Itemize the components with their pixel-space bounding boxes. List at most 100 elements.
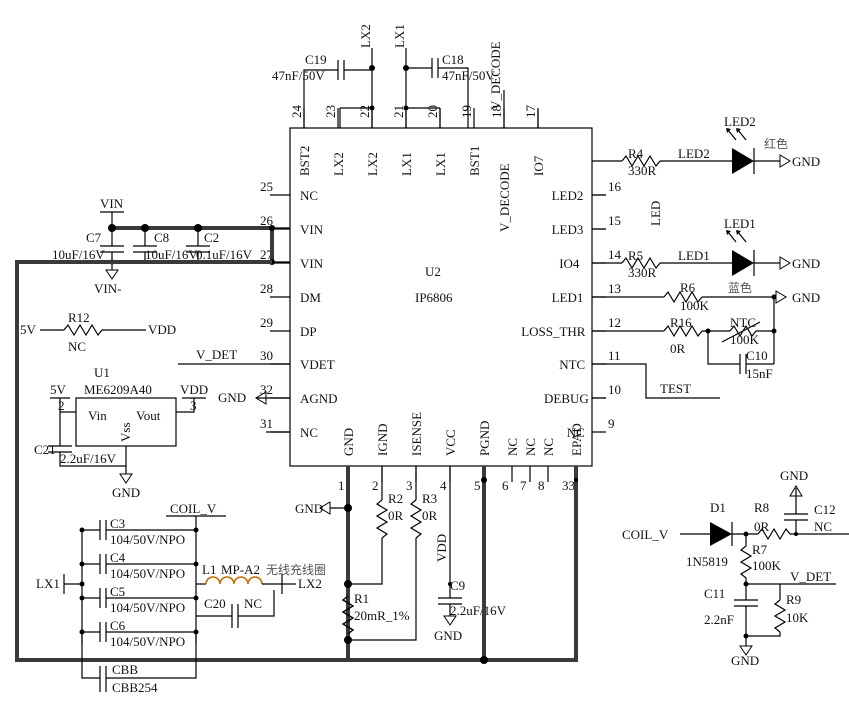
r2-value: 0R [388, 508, 404, 523]
c7-value: 10uF/16V [52, 247, 105, 262]
r4-value: 330R [628, 163, 657, 178]
c3-value: 104/50V/NPO [110, 532, 185, 547]
c19-ref: C19 [305, 52, 327, 67]
vin-top-label: VIN [100, 196, 124, 211]
led1-color: 蓝色 [728, 281, 752, 295]
pin-num-25: 25 [260, 179, 273, 194]
pin-num-28: 28 [260, 281, 273, 296]
pin-num-33: 33 [562, 478, 575, 493]
led-section: R4 330R LED2 LED2 红色 GND LED R5 330R LED… [592, 114, 820, 295]
l1-part: MP-A2 [221, 562, 260, 577]
right-gnd: GND [792, 290, 820, 305]
c4-ref: C4 [110, 550, 126, 565]
c19-value: 47nF/50V [272, 68, 325, 83]
pin-name-io7-17: IO7 [531, 155, 546, 176]
pin-num-24: 24 [289, 105, 304, 119]
pin-num-26: 26 [260, 213, 274, 228]
u1-part: ME6209A40 [84, 382, 152, 397]
led2-gnd: GND [792, 154, 820, 169]
vin-block: VIN VIN- C7 10uF/16V C8 10uF/16V C2 0.1u… [52, 196, 290, 296]
pin-name-vdet-30: VDET [300, 357, 335, 372]
ntc-ref: NTC [730, 315, 756, 330]
ic-u2-ref: U2 [425, 264, 441, 279]
r7-ref: R7 [752, 542, 768, 557]
u1-out-net: VDD [180, 382, 208, 397]
cbb-value: CBB254 [112, 680, 158, 695]
r9-value: 10K [786, 610, 809, 625]
pin-name-dp-29: DP [300, 324, 317, 339]
pin-num-30: 30 [260, 348, 273, 363]
r12-right-net: VDD [148, 322, 176, 337]
agnd-left-net: GND [218, 390, 246, 405]
c8-ref: C8 [154, 230, 169, 245]
ic-u2-pins: 24BST223LX222LX221LX120LX119BST118V_DECO… [260, 105, 622, 494]
r9-ref: R9 [786, 592, 801, 607]
r8-value: 0R [754, 519, 770, 534]
c2-value: 0.1uF/16V [196, 247, 253, 262]
pin-num-12: 12 [608, 315, 621, 330]
bottom-parts: GND R2 0R R3 0R R1 20mR_1% VDD C9 2.2uF/… [295, 466, 578, 664]
pin-num-5: 5 [474, 478, 481, 493]
r5-ref: R5 [628, 248, 643, 263]
c18-value: 47nF/50V [442, 68, 495, 83]
pgnd-loop-bus [15, 260, 578, 662]
r8-ref: R8 [754, 500, 769, 515]
pin-num-16: 16 [608, 179, 622, 194]
pin-name-lx1-20: LX1 [433, 152, 448, 176]
ldo-u1: U1 ME6209A40 Vin Vout Vss 5V 2 VDD 3 GND… [34, 365, 208, 500]
pin-num-17: 17 [523, 105, 538, 119]
pin-num-11: 11 [608, 348, 621, 363]
u1-pin-in: 2 [58, 398, 65, 413]
test-net: TEST [660, 381, 691, 396]
r5-value: 330R [628, 265, 657, 280]
l1-desc: 无线充线圈 [266, 562, 326, 577]
c21-value: 2.2uF/16V [60, 451, 117, 466]
c9-value: 2.2uF/16V [450, 603, 507, 618]
u1-body [75, 397, 177, 447]
cbb-ref: CBB [112, 662, 138, 677]
pin-num-7: 7 [520, 478, 527, 493]
coil-v-label: COIL_V [170, 501, 217, 516]
cd-vdet: V_DET [790, 569, 831, 584]
pin-name-io4-14: IO4 [559, 256, 580, 271]
c4-value: 104/50V/NPO [110, 566, 185, 581]
pin-name-debug-10: DEBUG [544, 391, 589, 406]
c2-ref: C2 [204, 230, 219, 245]
pin-name-led2-16: LED2 [552, 188, 584, 203]
pin-num-6: 6 [502, 478, 509, 493]
r3-ref: R3 [422, 491, 437, 506]
lx1-coil-label: LX1 [36, 576, 60, 591]
pin-name-nc-7: NC [523, 438, 538, 456]
r1-value: 20mR_1% [354, 608, 410, 623]
pin-name-ntc-11: NTC [559, 357, 585, 372]
pin-num-15: 15 [608, 213, 621, 228]
pin-num-9: 9 [608, 416, 615, 431]
c8-value: 10uF/16V [145, 247, 198, 262]
r12-block: 5V R12 NC VDD [20, 310, 176, 354]
c6-ref: C6 [110, 618, 126, 633]
pin-name-isense-3: ISENSE [409, 412, 424, 456]
pin-name-nc-8: NC [541, 438, 556, 456]
u1-in-net: 5V [50, 382, 67, 397]
l1-ref: L1 [202, 562, 216, 577]
pin-name-bst1-19: BST1 [467, 146, 482, 176]
pin-num-13: 13 [608, 281, 621, 296]
d1-part: 1N5819 [686, 554, 728, 569]
pin-num-29: 29 [260, 315, 273, 330]
pin-name-epad-33: EPAD [569, 423, 584, 456]
pin-name-pgnd-5: PGND [477, 421, 492, 456]
u1-vin-label: Vin [88, 408, 107, 423]
pin-name-nc-31: NC [300, 425, 318, 440]
pin-name-agnd-32: AGND [300, 391, 338, 406]
pin-name-gnd-1: GND [341, 428, 356, 456]
pin-num-1: 1 [338, 478, 345, 493]
pin-name-loss_thr-12: LOSS_THR [521, 324, 586, 339]
r12-ref: R12 [68, 310, 90, 325]
ic-u2: U2 IP6806 24BST223LX222LX221LX120LX119BS… [260, 105, 622, 494]
pin-name-led3-15: LED3 [552, 222, 584, 237]
pin-name-vin-27: VIN [300, 256, 324, 271]
pin-num-19: 19 [459, 105, 474, 118]
r2-ref: R2 [388, 491, 403, 506]
net-vdecode-top: V_DECODE [488, 41, 503, 110]
